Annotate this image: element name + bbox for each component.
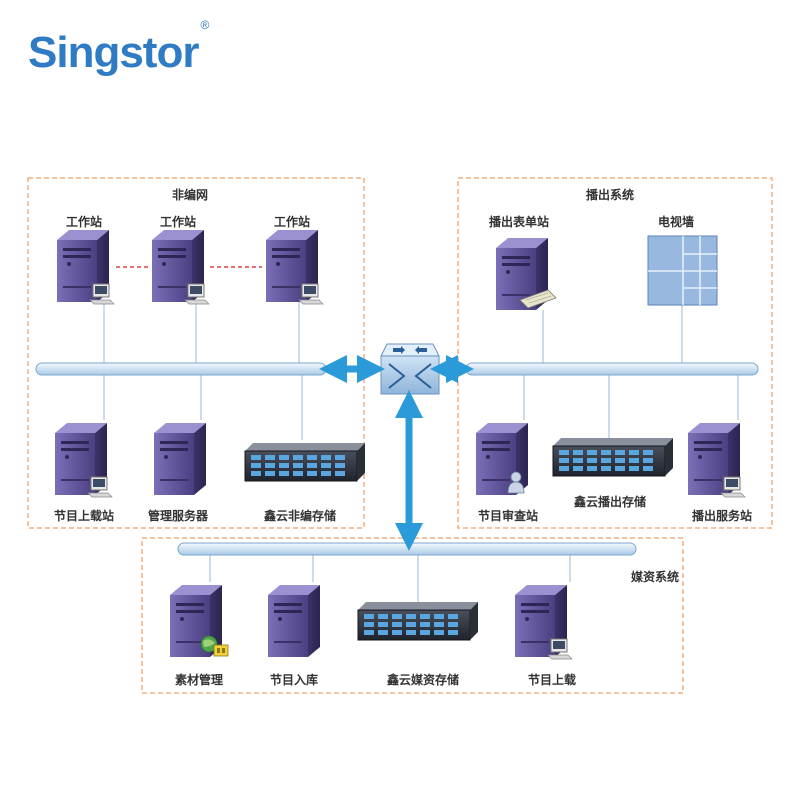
archive-ingest-icon <box>268 585 320 657</box>
playout-server-icon <box>688 423 746 498</box>
registered-mark: ® <box>200 18 209 33</box>
media-zone-title: 媒资系统 <box>631 569 679 584</box>
media-bus <box>177 542 637 556</box>
upload-station-icon <box>55 423 113 498</box>
playout-server-label: 播出服务站 <box>692 508 752 523</box>
nonlinear-storage-label: 鑫云非编存储 <box>263 508 336 523</box>
playout-zone-title: 播出系统 <box>586 187 634 202</box>
nonlinear-zone <box>27 177 365 529</box>
brand-logo: Singstor® <box>28 18 209 78</box>
nonlinear-zone-title: 非编网 <box>172 187 208 202</box>
media-storage-label: 鑫云媒资存储 <box>386 672 459 687</box>
program-upload-label: 节目上载 <box>528 672 576 687</box>
workstation-2-label: 工作站 <box>160 214 196 229</box>
review-station-icon <box>476 423 528 495</box>
nonlinear-storage-icon <box>244 442 366 482</box>
playout-bus <box>465 362 759 376</box>
media-zone <box>141 537 684 694</box>
management-server-label: 管理服务器 <box>148 508 209 523</box>
connector-lines <box>103 300 739 602</box>
workstation-1-icon <box>57 230 115 305</box>
program-upload-icon <box>515 585 573 660</box>
playout-storage-label: 鑫云播出存储 <box>573 494 646 509</box>
workstation-1-label: 工作站 <box>66 214 102 229</box>
video-wall-label: 电视墙 <box>658 214 694 229</box>
material-management-label: 素材管理 <box>175 672 223 687</box>
nonlinear-bus <box>35 362 327 376</box>
workstation-2-icon <box>152 230 210 305</box>
playout-zone <box>457 177 773 529</box>
material-management-icon <box>170 585 229 657</box>
schedule-station-icon <box>496 238 557 310</box>
core-switch <box>380 343 440 395</box>
schedule-station-label: 播出表单站 <box>489 214 549 229</box>
workstation-3-icon <box>266 230 324 305</box>
video-wall-icon <box>647 235 718 306</box>
brand-name: Singstor <box>28 28 199 77</box>
archive-ingest-label: 节目入库 <box>270 672 318 687</box>
workstation-3-label: 工作站 <box>274 214 310 229</box>
review-station-label: 节目审查站 <box>478 508 538 523</box>
media-storage-icon <box>357 601 479 641</box>
management-server-icon <box>154 423 206 495</box>
upload-station-label: 节目上载站 <box>54 508 114 523</box>
playout-storage-icon <box>552 437 674 477</box>
